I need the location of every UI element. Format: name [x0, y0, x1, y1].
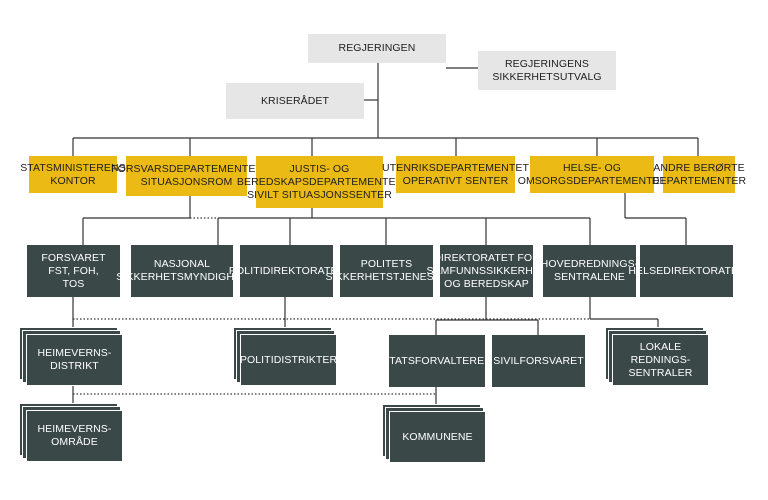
pst-box: POLITETS SIKKERHETSTJENESTE: [326, 245, 447, 297]
nsm-box: NASJONAL SIKKERHETSMYNDIGHET: [116, 245, 248, 297]
ud-box: UTENRIKSDEPARTEMENTET OPERATIVT SENTER: [382, 156, 529, 193]
smk-box: STATSMINISTERENS KONTOR: [20, 156, 126, 193]
hdir-box: HELSEDIREKTORATET: [628, 245, 745, 297]
andre-box: ANDRE BERØRTE DEPARTEMENTER: [652, 156, 746, 193]
sivilforsvaret-box: SIVILFORSVARET: [492, 335, 585, 387]
regjeringen-box: REGJERINGEN: [308, 34, 446, 63]
hv-omrade-box: HEIMEVERNS- OMRÅDE: [26, 410, 123, 462]
hrs-box: HOVEDREDNINGS- SENTRALENE: [541, 245, 638, 297]
dsb-box: DIREKTORATET FOR SAMFUNNSSIKKERHET OG BE…: [426, 245, 546, 297]
fd-box: FORSVARSDEPARTEMENTET SITUASJONSROM: [111, 156, 262, 196]
forsvaret-box: FORSVARET FST, FOH, TOS: [27, 245, 120, 297]
kommunene-box: KOMMUNENE: [389, 411, 486, 463]
sikkerhetsutvalg-box: REGJERINGENS SIKKERHETSUTVALG: [478, 51, 616, 90]
jd-box: JUSTIS- OG BEREDSKAPSDEPARTEMENTET SIVIL…: [237, 156, 402, 208]
pod-box: POLITIDIREKTORATET: [229, 245, 344, 297]
kriseradet-box: KRISERÅDET: [226, 83, 364, 119]
statsforvalteren-box: STATSFORVALTEREN: [382, 335, 492, 387]
hod-box: HELSE- OG OMSORGSDEPARTEMENTET: [518, 156, 666, 193]
politidistrikter-box: POLITIDISTRIKTER: [240, 334, 337, 386]
lrs-box: LOKALE REDNINGS- SENTRALER: [612, 334, 709, 386]
hv-distrikt-box: HEIMEVERNS- DISTRIKT: [26, 334, 123, 386]
